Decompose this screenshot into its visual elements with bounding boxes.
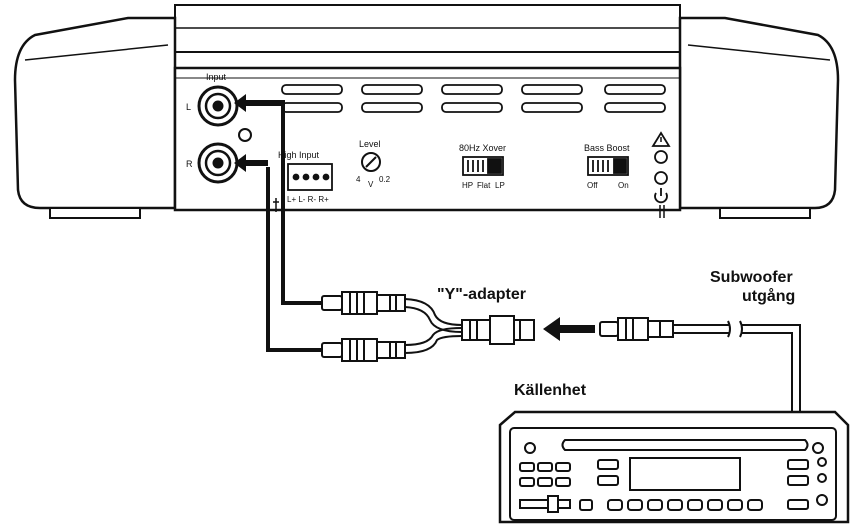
high-input-terminal-block xyxy=(287,163,333,191)
high-input-terminals: L+ L- R- R+ xyxy=(287,195,329,204)
xover-option-lp: LP xyxy=(495,181,505,190)
amplifier-right-cap xyxy=(678,16,840,210)
level-max: 0.2 xyxy=(379,175,391,184)
channel-right-label: R xyxy=(186,159,193,169)
status-indicators xyxy=(651,131,671,204)
protect-led-icon xyxy=(654,150,668,164)
subwoofer-output-label-line2: utgång xyxy=(742,287,795,305)
level-unit: V xyxy=(368,180,374,189)
amplifier-front-panel xyxy=(173,66,682,212)
xover-option-hp: HP xyxy=(462,181,473,190)
source-cable xyxy=(673,320,801,412)
xover-switch xyxy=(462,156,504,176)
source-plug xyxy=(599,317,674,341)
arrow-into-left-jack xyxy=(234,94,283,112)
amplifier-left-cap xyxy=(13,16,177,210)
cd-slot xyxy=(561,439,809,451)
bass-boost-off: Off xyxy=(587,181,598,190)
y-adapter-label: "Y"-adapter xyxy=(437,286,526,303)
level-knob xyxy=(361,152,381,172)
cable-left-channel xyxy=(281,100,322,305)
input-label: Input xyxy=(206,72,227,82)
arrow-into-adapter xyxy=(543,317,595,341)
source-unit xyxy=(498,410,850,524)
screw-icon xyxy=(238,128,252,142)
xover-label: 80Hz Xover xyxy=(459,143,506,153)
channel-left-label: L xyxy=(186,102,191,112)
high-input-label: High Input xyxy=(278,150,320,160)
amplifier xyxy=(13,4,840,219)
level-min: 4 xyxy=(356,175,361,184)
amplifier-foot-right xyxy=(719,207,811,219)
level-label: Level xyxy=(359,139,381,149)
source-unit-display xyxy=(629,457,741,491)
subwoofer-output-label-line1: Subwoofer xyxy=(710,269,793,286)
arrow-into-right-jack xyxy=(234,154,268,172)
bass-boost-label: Bass Boost xyxy=(584,143,630,153)
input-jacks xyxy=(197,85,252,184)
y-adapter xyxy=(321,291,535,362)
amplifier-vents xyxy=(281,84,666,113)
xover-option-flat: Flat xyxy=(477,181,491,190)
source-unit-label: Källenhet xyxy=(514,382,587,399)
power-icon xyxy=(654,192,668,204)
cable-right-channel xyxy=(266,167,322,352)
amplifier-foot-left xyxy=(49,207,141,219)
bass-boost-on: On xyxy=(618,181,629,190)
power-led-icon xyxy=(654,171,668,185)
bass-boost-switch xyxy=(587,156,629,176)
